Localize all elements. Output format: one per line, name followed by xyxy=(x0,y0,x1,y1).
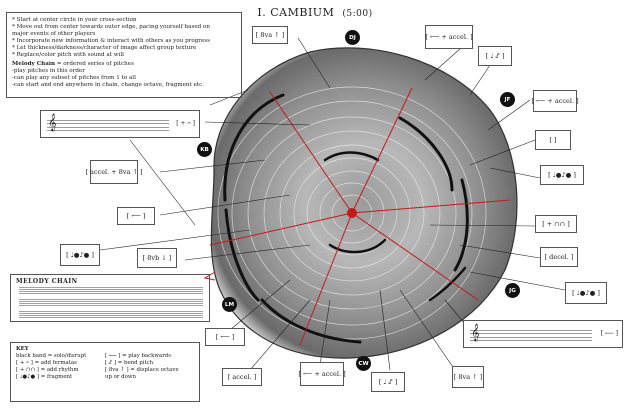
key-item: [ ♪̸ ] = bend pitch xyxy=(105,360,154,366)
title-text: I. CAMBIUM xyxy=(257,6,335,19)
player-tag-cw: CW xyxy=(356,356,371,371)
melody-line: -play pitches in this order xyxy=(12,68,85,74)
piece-title: I. CAMBIUM (5:00) xyxy=(0,6,630,19)
instruction-box: [ accel. + 8va ↑ ] xyxy=(85,160,143,184)
key-item: [ ♩●♪● ] = fragment xyxy=(16,374,73,380)
melody-staff-row xyxy=(19,311,203,319)
tree-bark-outline xyxy=(210,47,518,359)
melody-chain-definition: Melody Chain = ordered series of pitches xyxy=(12,61,236,68)
music-staff-right: 𝄞 [ ⟵ ] xyxy=(463,320,623,348)
instruction-box: [ decel. ] xyxy=(540,247,578,267)
staff-lines xyxy=(470,330,592,344)
key-left-column: black band = solo/disrupt [ + 𝄐 ] = add … xyxy=(16,353,105,381)
red-section-dividers xyxy=(203,87,511,346)
growth-rings xyxy=(217,86,487,340)
key-item: [ + 𝄐 ] = add fermatas xyxy=(16,360,77,366)
instruction-box: [ ⟵ ] xyxy=(205,328,245,346)
instruction-box: [ 8va ↑ ] xyxy=(252,26,288,44)
player-tag-jg: JG xyxy=(505,283,520,298)
instruction-box: [ 8vb ↓ ] xyxy=(137,248,177,268)
player-tag-dj: DJ xyxy=(345,30,360,45)
key-item: [ + ∩∩ ] = add rhythm xyxy=(16,367,79,373)
instruction-line: * Move out from center towards outer edg… xyxy=(12,24,210,30)
melody-heading: Melody Chain xyxy=(12,61,56,67)
center-circle xyxy=(347,208,357,218)
player-tag-lm: LM xyxy=(222,297,237,312)
instruction-box: [ ♩ ♪̸ ] xyxy=(478,46,512,66)
instruction-box: [ ] xyxy=(535,130,571,150)
instruction-line: * Incorporate new information & interact… xyxy=(12,38,211,44)
instruction-box: [ ⟵ ] xyxy=(117,207,155,225)
melody-staff-row xyxy=(19,287,203,295)
instruction-box: [ + ∩∩ ] xyxy=(535,215,577,233)
melody-chain-heading: MELODY CHAIN xyxy=(16,278,78,285)
key-heading: KEY xyxy=(16,346,29,352)
player-tag-kb: KB xyxy=(197,142,212,157)
music-staff-top: 𝄞 [ + 𝄐 ] xyxy=(40,110,200,138)
staff-lines xyxy=(47,120,169,134)
instruction-box: [ ♩●♪● ] xyxy=(540,165,584,185)
instruction-box: [ ⟵ + accel. ] xyxy=(298,362,346,386)
instruction-line: * Start at center circle in your cross-s… xyxy=(12,17,137,23)
instruction-box: [ ♩ ♪̸ ] xyxy=(371,372,405,392)
staff-tail-label: [ ⟵ ] xyxy=(600,330,618,337)
key-item: [ ⟵ ] = play backwards xyxy=(105,353,172,359)
melody-def: = ordered series of pitches xyxy=(55,61,134,67)
instruction-line: major events of other players xyxy=(12,31,96,37)
key-item: up or down xyxy=(105,374,136,380)
duration-text: (5:00) xyxy=(342,9,373,19)
instructions-panel: * Start at center circle in your cross-s… xyxy=(6,12,242,98)
instruction-box: [ accel. ] xyxy=(222,368,262,386)
key-item: [ 8va ↑ ] = displace octave xyxy=(105,367,179,373)
instruction-box: [ ♩●♪● ] xyxy=(565,282,607,304)
melody-line: -can start and end anywhere in chain, ch… xyxy=(12,82,205,88)
key-item: black band = solo/disrupt xyxy=(16,353,87,359)
melody-line: -can play any subset of pitches from 1 t… xyxy=(12,75,136,81)
key-legend: KEY black band = solo/disrupt [ + 𝄐 ] = … xyxy=(10,342,200,402)
melody-chain-panel: MELODY CHAIN xyxy=(10,274,210,322)
staff-tail-label: [ + 𝄐 ] xyxy=(176,120,195,127)
player-tag-jf: JF xyxy=(500,92,515,107)
melody-staff-row xyxy=(19,299,203,307)
instruction-line: * Let thickness/darkness/character of im… xyxy=(12,45,197,51)
instruction-box: [ ♩●♪● ] xyxy=(60,244,100,266)
instruction-box: [ 8va ↑ ] xyxy=(452,366,484,388)
instruction-box: [ ⟵ + accel. ] xyxy=(425,25,473,49)
instruction-line: * Replace/color pitch with sound at will xyxy=(12,52,124,58)
instruction-box: [ ⟵ + accel. ] xyxy=(531,90,579,112)
key-right-column: [ ⟵ ] = play backwards [ ♪̸ ] = bend pit… xyxy=(105,353,194,381)
black-solo-bands xyxy=(223,93,469,344)
